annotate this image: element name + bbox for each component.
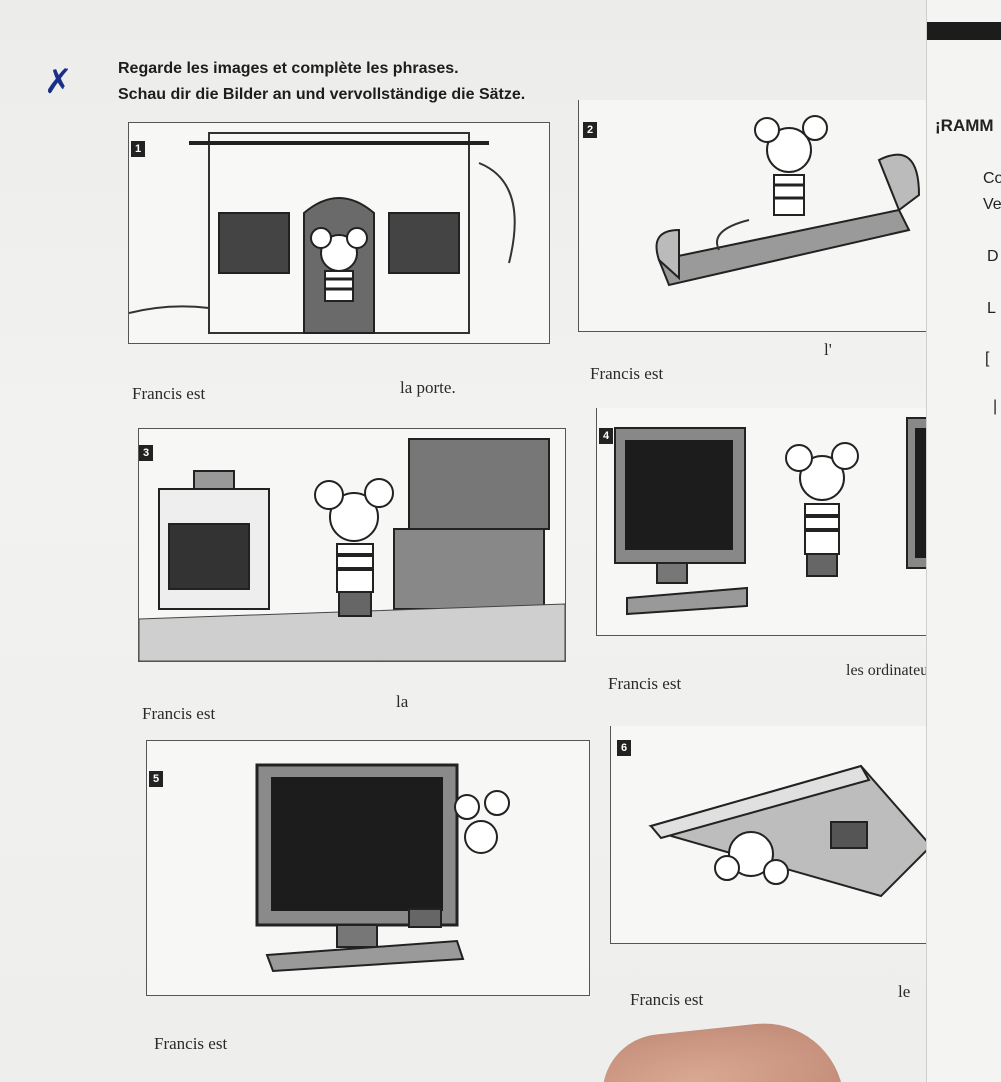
header-bar (927, 22, 1001, 40)
caption-1-left: Francis est (132, 384, 206, 403)
caption-4-left: Francis est (608, 674, 682, 693)
caption-5-left: Francis est (154, 1034, 228, 1053)
panel-number: 1 (131, 141, 145, 157)
letter-fragment: L (987, 300, 996, 317)
house-door-illustration (129, 132, 516, 334)
hand-photo (596, 1015, 844, 1082)
caption-2-left: Francis est (590, 364, 664, 383)
caption-1-right: la porte. (400, 378, 456, 397)
letter-fragment: Co (983, 170, 1001, 187)
caption-6-left: Francis est (630, 990, 704, 1009)
letter-fragment: [ (985, 350, 990, 367)
caption-3-right: la (396, 692, 409, 711)
grammar-heading-fragment: ¡RAMM (935, 116, 994, 135)
panel-number: 3 (139, 445, 153, 461)
panel-3-kitchen: 3 (138, 428, 566, 662)
instruction-de: Schau dir die Bilder an und vervollständ… (118, 86, 526, 103)
computers-illustration (614, 417, 937, 616)
panel-number: 6 (617, 740, 631, 756)
caption-4-right: les ordinateurs (846, 662, 940, 679)
caption-2-right: l' (824, 340, 832, 359)
letter-fragment: D (987, 248, 999, 265)
panel-number: 4 (599, 428, 613, 444)
panel-number: 5 (149, 771, 163, 787)
monitor-illustration (255, 763, 510, 973)
panel-5-behind-monitor: 5 (146, 740, 590, 996)
letter-fragment: | (993, 398, 998, 415)
letter-fragment: Ve (983, 196, 1001, 213)
caption-6-right: le (898, 982, 911, 1001)
panel-number: 2 (583, 122, 597, 138)
caption-3-left: Francis est (142, 704, 216, 723)
panel-1-house-door: 1 (128, 122, 550, 344)
cross-mark-icon: ✗ (44, 62, 73, 102)
panel-4-computers: 4 (596, 408, 938, 636)
book-illustration (648, 764, 933, 898)
kitchen-illustration (139, 438, 565, 661)
adjacent-page: ¡RAMM Co Ve D L [ | (926, 0, 1001, 1082)
shelf-illustration (655, 115, 921, 287)
instruction-fr: Regarde les images et complète les phras… (118, 60, 459, 77)
panel-2-shelf: 2 (578, 100, 938, 332)
panel-6-under-book: 6 (610, 726, 938, 944)
